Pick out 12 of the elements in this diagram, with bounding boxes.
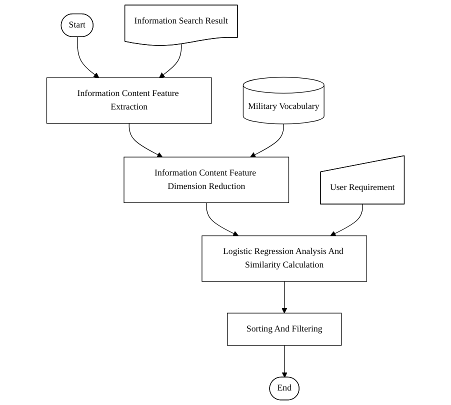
arrow: [282, 281, 288, 314]
node-box: Logistic Regression Analysis And Similarity Calculation: [202, 236, 368, 282]
arrow: [282, 345, 288, 378]
arrow: [250, 124, 284, 158]
arrow: [206, 202, 239, 236]
node-box: Information Content Feature Extraction: [46, 77, 212, 124]
arrow: [330, 204, 363, 236]
node-box: Sorting And Filtering: [227, 312, 342, 346]
arrow: [128, 123, 163, 158]
arrow: [77, 36, 100, 78]
arrow: [159, 44, 182, 78]
node-box: Information Content Feature Dimension Reduction: [124, 156, 290, 204]
